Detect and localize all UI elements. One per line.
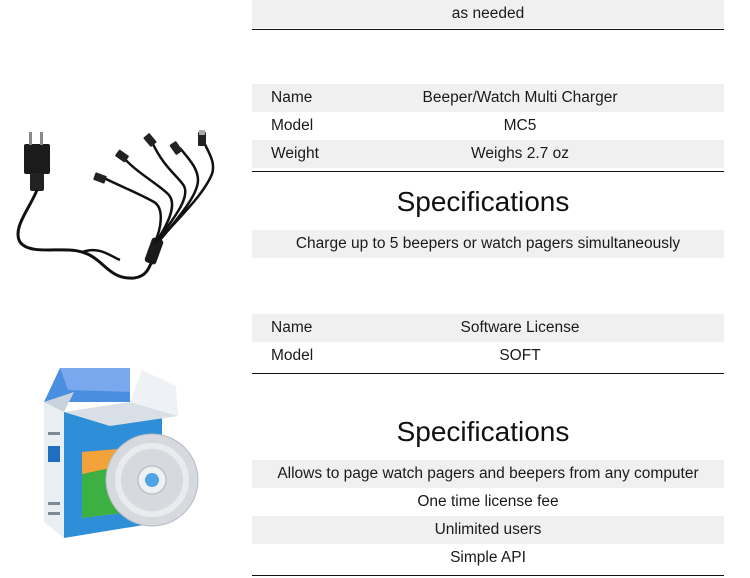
software-spec-text-4: Simple API — [450, 549, 526, 566]
software-spec-text-3: Unlimited users — [434, 521, 542, 538]
charger-weight-key: Weight — [271, 145, 319, 162]
software-spec-row: Allows to page watch pagers and beepers … — [252, 460, 724, 488]
charger-weight-row: Weight Weighs 2.7 oz — [252, 140, 724, 168]
top-note-table: as needed — [252, 0, 724, 28]
charger-model-row: Model MC5 — [252, 112, 724, 140]
software-model-value: SOFT — [499, 347, 541, 364]
charger-spec-text: Charge up to 5 beepers or watch pagers s… — [295, 235, 681, 252]
software-specs-table: Allows to page watch pagers and beepers … — [252, 460, 724, 572]
bottom-divider — [252, 575, 724, 576]
software-name-key: Name — [271, 319, 313, 336]
multi-charger-image — [12, 128, 226, 288]
software-model-row: Model SOFT — [252, 342, 724, 370]
multi-charger-icon — [16, 130, 215, 280]
software-spec-row: Simple API — [252, 544, 724, 572]
software-box-icon — [44, 368, 199, 538]
top-note-row: as needed — [252, 0, 724, 28]
software-spec-row: Unlimited users — [252, 516, 724, 544]
charger-name-key: Name — [271, 89, 313, 106]
charger-divider — [252, 171, 724, 172]
software-model-key: Model — [271, 347, 314, 364]
software-specs-heading: Specifications — [396, 416, 570, 447]
charger-specs-heading: Specifications — [396, 186, 570, 217]
top-note-text: as needed — [451, 5, 525, 22]
charger-specs-table: Charge up to 5 beepers or watch pagers s… — [252, 230, 724, 258]
software-name-value: Software License — [460, 319, 580, 336]
charger-name-row: Name Beeper/Watch Multi Charger — [252, 84, 724, 112]
charger-name-value: Beeper/Watch Multi Charger — [422, 89, 618, 106]
charger-weight-value: Weighs 2.7 oz — [471, 145, 569, 162]
software-spec-text-2: One time license fee — [417, 493, 559, 510]
charger-model-value: MC5 — [503, 117, 537, 134]
software-details-table: Name Software License Model SOFT — [252, 314, 724, 370]
software-spec-row: One time license fee — [252, 488, 724, 516]
software-box-image — [30, 362, 206, 538]
charger-details-table: Name Beeper/Watch Multi Charger Model MC… — [252, 84, 724, 168]
software-divider — [252, 373, 724, 374]
charger-model-key: Model — [271, 117, 314, 134]
software-spec-text-1: Allows to page watch pagers and beepers … — [277, 465, 699, 482]
top-divider — [252, 29, 724, 30]
charger-spec-row: Charge up to 5 beepers or watch pagers s… — [252, 230, 724, 258]
software-name-row: Name Software License — [252, 314, 724, 342]
